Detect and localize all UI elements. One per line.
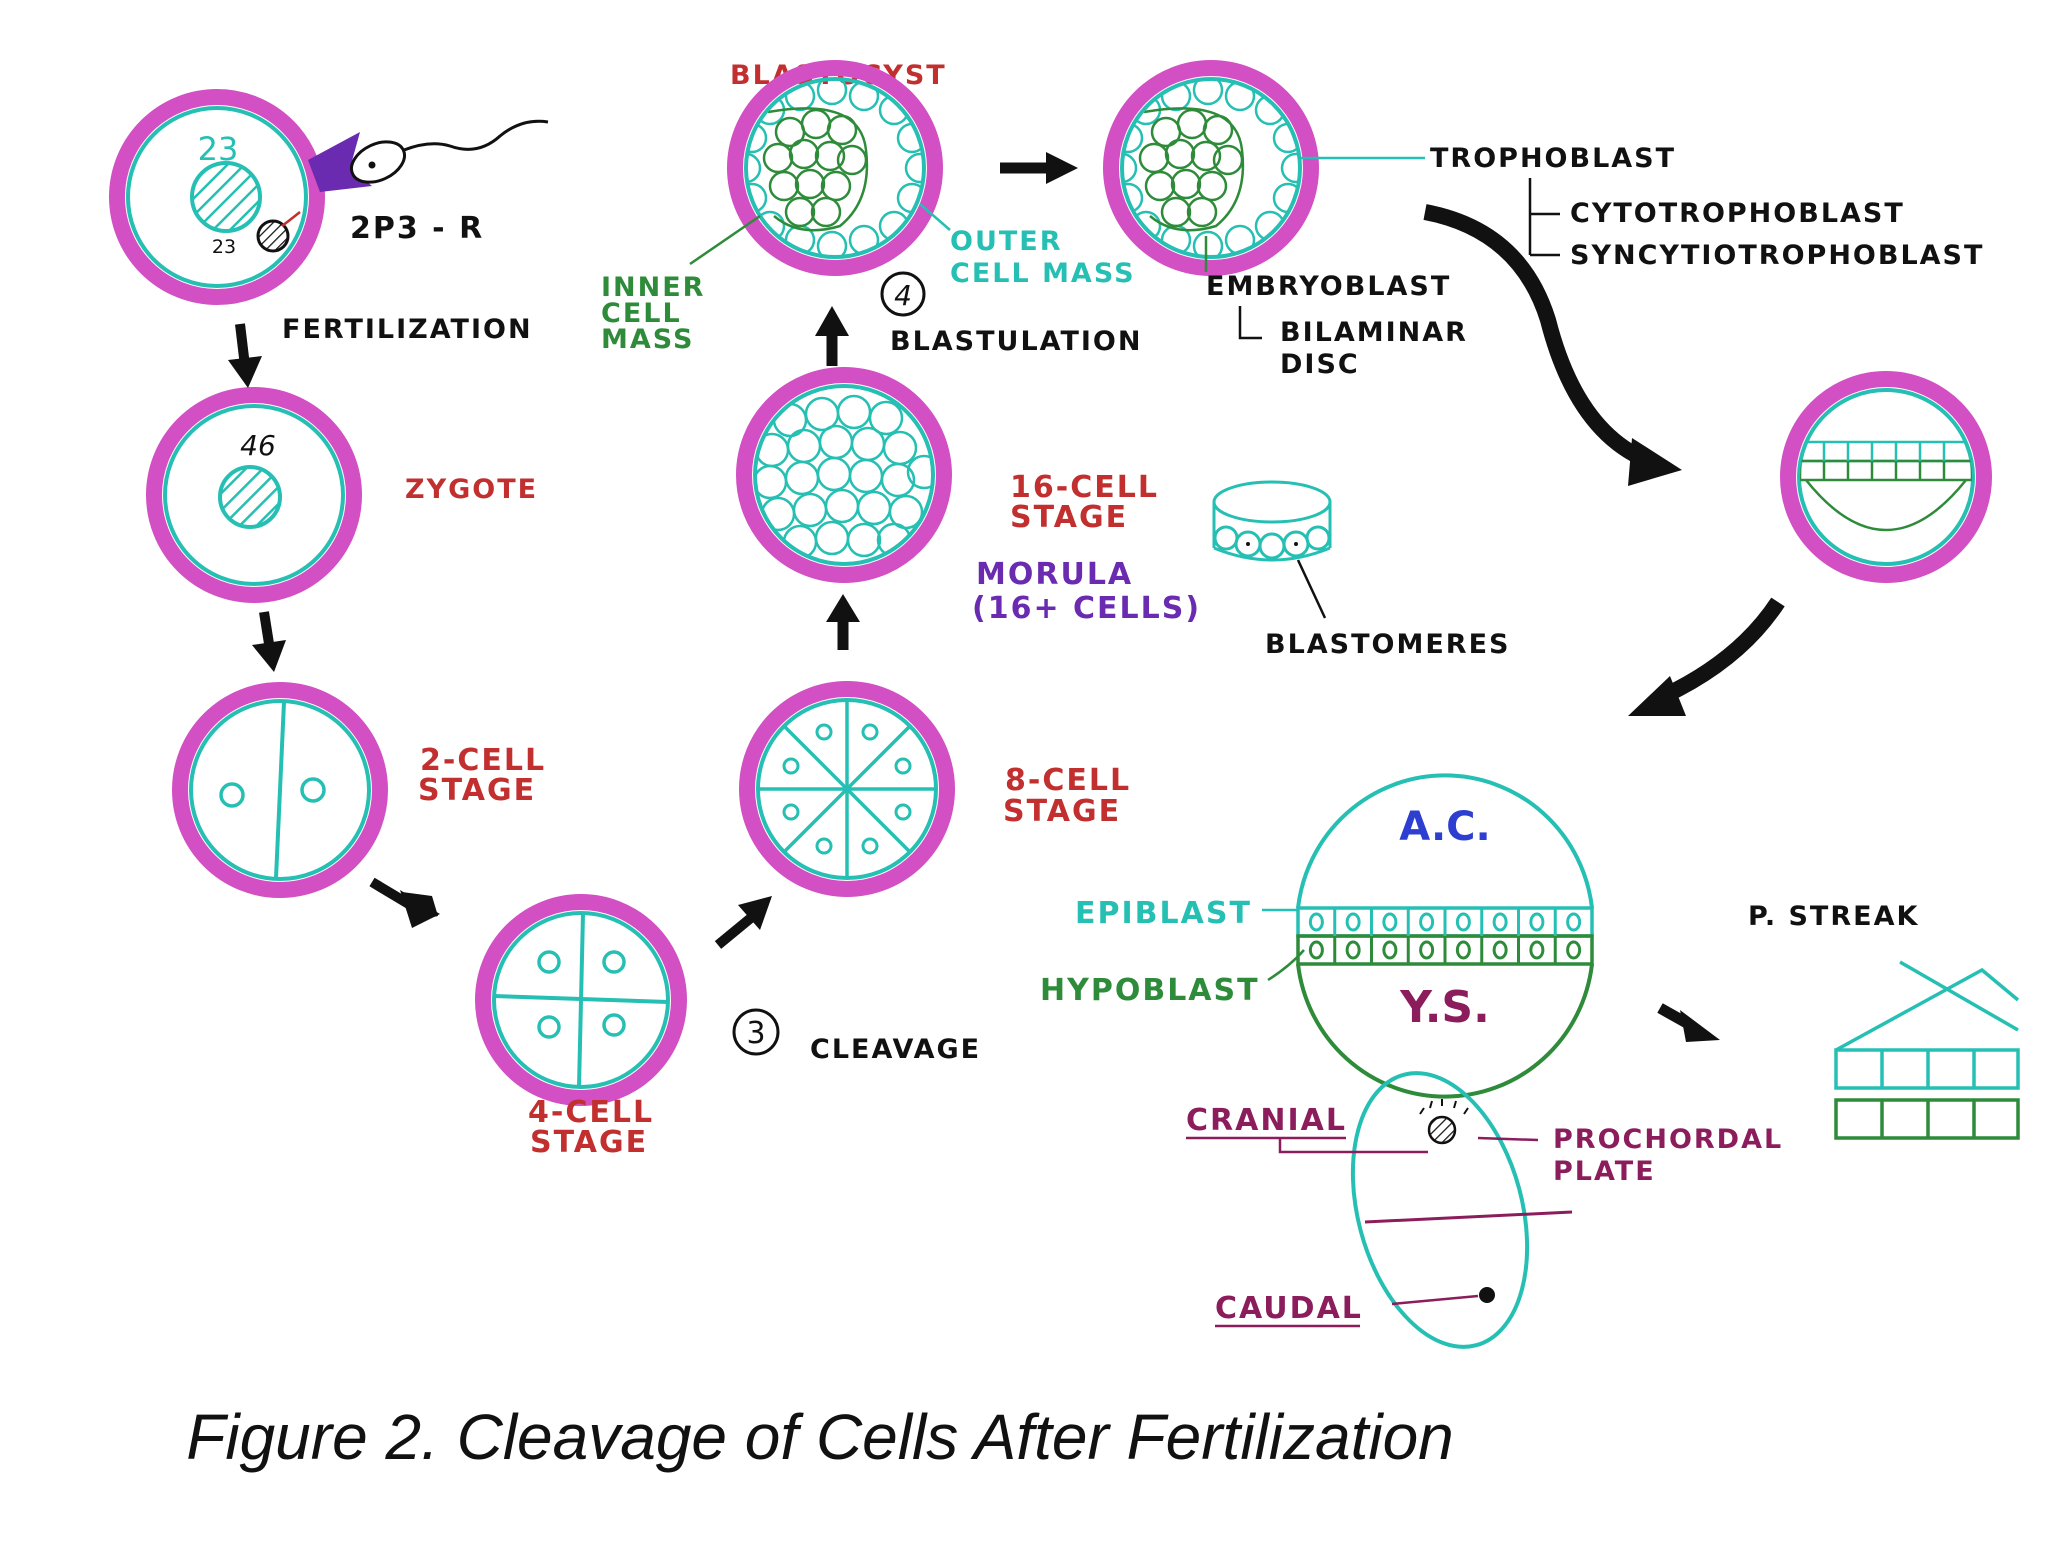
hypoblast-cell [1308,940,1324,960]
cleavage-label: CLEAVAGE [810,1034,981,1065]
hypoblast-cell [1419,940,1435,960]
outer-cell-mass-label-1: OUTER [950,226,1063,257]
epiblast-cell [1419,912,1435,932]
caudal-dot [1479,1287,1495,1303]
cranial-label: CRANIAL [1186,1103,1347,1138]
inner-cell-mass-label-2: CELL [601,298,682,329]
trophoblast-label: TROPHOBLAST [1430,143,1676,174]
hypoblast-label: HYPOBLAST [1040,973,1260,1008]
arrow-up-right-icon [714,896,772,949]
step-4-number: 4 [894,279,912,312]
step-4-badge [880,271,926,317]
cranial-leader [1186,1136,1428,1154]
blastomeres-label: BLASTOMERES [1265,629,1511,660]
outer-cell-mass-label-2: CELL MASS [950,258,1136,289]
inner-cell-mass-label-3: MASS [601,324,694,355]
epiblast-cell [1492,912,1508,932]
epiblast-cell [1455,912,1471,932]
blastocyst [727,60,943,276]
eight-cell-stage [739,681,955,897]
cytotrophoblast-label: CYTOTROPHOBLAST [1570,198,1905,229]
arrow-diagonal-icon [369,877,440,928]
hypoblast-cell [1566,940,1582,960]
arrow-down-icon [252,611,286,672]
epiblast-cell [1308,912,1324,932]
epiblast-cell [1345,912,1361,932]
hypoblast-cell [1492,940,1508,960]
outer-cell-mass-leader [919,203,951,231]
zygote-cell: 46 [146,387,362,603]
two-cell-stage [172,682,388,898]
epiblast-cell [1382,912,1398,932]
inner-cell-mass-leader [689,214,761,266]
hypoblast-leader [1267,949,1305,982]
embryonic-disc [1350,1071,1573,1349]
eight-cell-label-1: 8-CELL [1005,763,1131,798]
prochordal-plate-icon [1427,1115,1457,1145]
primitive-streak-label: P. STREAK [1748,901,1919,932]
arrow-up-icon [815,306,849,366]
step-3-badge [732,1008,780,1056]
arrow-down-right-icon [1657,1003,1720,1042]
primitive-streak-diagram [1834,960,2020,1140]
caudal-label: CAUDAL [1215,1291,1363,1326]
syncytiotrophoblast-label: SYNCYTIOTROPHOBLAST [1570,240,1984,271]
two-cell-label-2: STAGE [418,773,536,808]
yolk-sac-label: Y.S. [1399,982,1490,1033]
sperm-chromosome-count: 23 [212,236,236,258]
curved-arrow-icon [1423,204,1682,486]
epiblast-label: EPIBLAST [1075,896,1252,931]
bilaminar-disc-sphere [1780,371,1992,583]
four-cell-label-2: STAGE [530,1125,648,1160]
embryoblast-label: EMBRYOBLAST [1206,271,1451,302]
prochordal-label-1: PROCHORDAL [1553,1124,1783,1155]
receptor-label: 2P3 - R [350,211,484,246]
zygote-chromosome-count: 46 [240,429,276,462]
amniotic-cavity-label: A.C. [1399,804,1490,850]
arrow-up-icon [826,594,860,650]
amniotic-yolk-sphere [1296,773,1594,1099]
sixteen-cell-stage [736,367,952,583]
blastocyst-detail [1103,60,1319,276]
four-cell-stage [475,894,687,1106]
hypoblast-cell [1455,940,1471,960]
bilaminar-label-1: BILAMINAR [1280,317,1468,348]
step-3-number: 3 [746,1016,765,1051]
caudal-leader [1215,1294,1479,1328]
zygote-label: ZYGOTE [405,474,538,505]
morula-label-1: MORULA [976,557,1133,592]
figure-caption: Figure 2. Cleavage of Cells After Fertil… [186,1401,1454,1473]
epiblast-cell [1566,912,1582,932]
prochordal-leader [1477,1136,1539,1142]
inner-cell-mass-label-1: INNER [601,272,705,303]
morula-label-2: (16+ CELLS) [972,591,1201,626]
fertilization-label: FERTILIZATION [282,314,533,345]
arrow-down-icon [228,323,262,388]
bilaminar-bracket [1238,306,1262,340]
epiblast-cell [1529,912,1545,932]
bilaminar-label-2: DISC [1280,349,1360,380]
egg-cell: 23 23 [109,89,325,305]
sixteen-cell-label-2: STAGE [1010,500,1128,535]
trophoblast-bracket [1528,178,1560,257]
prochordal-label-2: PLATE [1553,1156,1656,1187]
blastulation-label: BLASTULATION [890,326,1143,357]
sperm-cell [308,119,549,192]
hypoblast-cell [1529,940,1545,960]
hypoblast-cell [1345,940,1361,960]
egg-chromosome-count: 23 [198,130,239,168]
eight-cell-label-2: STAGE [1003,794,1121,829]
sixteen-cell-label-1: 16-CELL [1010,470,1159,505]
flow-arrows [228,152,1785,1042]
hypoblast-cell [1382,940,1398,960]
four-cell-label-1: 4-CELL [528,1095,654,1130]
arrow-down-left-icon [1628,597,1785,716]
entry-arrow [281,211,301,227]
arrow-right-icon [1000,152,1078,184]
blastomeres-drum [1212,480,1332,619]
two-cell-label-1: 2-CELL [420,743,546,778]
